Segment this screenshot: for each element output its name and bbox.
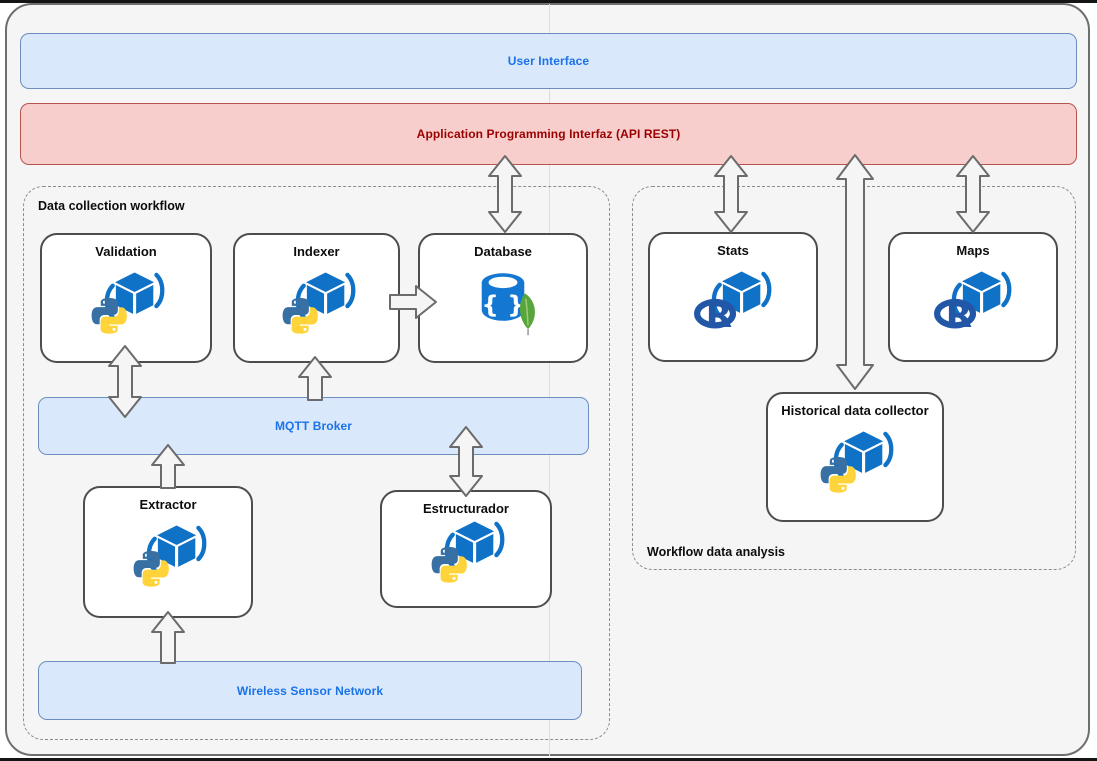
page-top-edge <box>0 0 1097 3</box>
wireless-sensor-network-label: Wireless Sensor Network <box>236 683 384 698</box>
api-rest-band: Application Programming Interfaz (API RE… <box>20 103 1077 165</box>
page-bottom-edge <box>0 758 1097 761</box>
database-node-title: Database <box>474 244 532 259</box>
validation-node-title: Validation <box>95 244 157 259</box>
estructurador-node: Estructurador <box>380 490 552 608</box>
stats-node-title: Stats <box>717 243 749 258</box>
extractor-node: Extractor <box>83 486 253 618</box>
indexer-node-title: Indexer <box>293 244 340 259</box>
canvas-page-divider <box>549 4 550 756</box>
mqtt-broker-label: MQTT Broker <box>274 419 353 433</box>
maps-node: Maps <box>888 232 1058 362</box>
python-docker-icon <box>427 519 505 588</box>
python-docker-icon <box>129 523 207 592</box>
user-interface-band: User Interface <box>20 33 1077 89</box>
data-collection-group <box>23 186 610 740</box>
historical-data-collector-node-title: Historical data collector <box>781 403 929 418</box>
extractor-node-title: Extractor <box>139 497 197 512</box>
validation-node: Validation <box>40 233 212 363</box>
wireless-sensor-network-band: Wireless Sensor Network <box>38 661 582 720</box>
python-docker-icon <box>87 270 165 339</box>
mongodb-icon <box>465 263 541 336</box>
python-docker-icon <box>278 270 356 339</box>
indexer-node: Indexer <box>233 233 400 363</box>
python-docker-icon <box>816 429 894 498</box>
maps-node-title: Maps <box>956 243 990 258</box>
r-docker-icon <box>694 269 772 338</box>
database-node: Database <box>418 233 588 363</box>
data-collection-group-label: Data collection workflow <box>38 199 185 213</box>
estructurador-node-title: Estructurador <box>423 501 509 516</box>
user-interface-label: User Interface <box>507 54 590 68</box>
historical-data-collector-node: Historical data collector <box>766 392 944 522</box>
data-analysis-group-label: Workflow data analysis <box>647 545 786 559</box>
r-docker-icon <box>934 269 1012 338</box>
stats-node: Stats <box>648 232 818 362</box>
mqtt-broker-band: MQTT Broker <box>38 397 589 455</box>
api-rest-label: Application Programming Interfaz (API RE… <box>416 127 681 141</box>
